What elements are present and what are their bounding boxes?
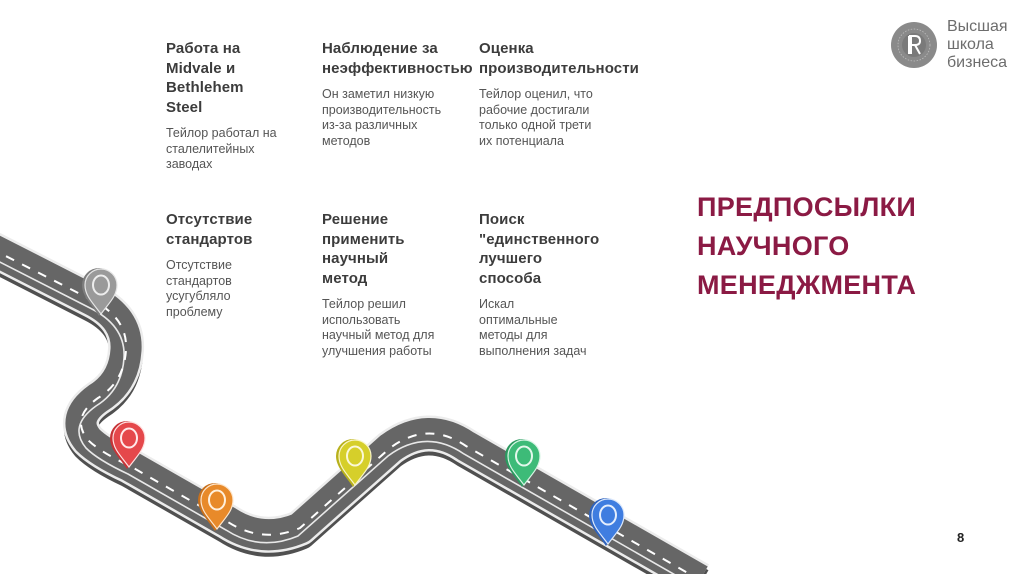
slide-title: ПРЕДПОСЫЛКИ НАУЧНОГО МЕНЕДЖМЕНТА [697,192,917,300]
map-pin-gray-icon [82,268,118,316]
map-pin-blue-icon [589,498,625,546]
step-title: Наблюдение за неэффективностью [322,40,473,77]
step-title: Отсутствие стандартов [166,211,253,248]
step-lack-of-standards: Отсутствие стандартов Отсутствие стандар… [166,210,306,320]
step-title: Работа на Midvale и Bethlehem Steel [166,40,244,116]
step-scientific-method-decision: Решение применить научный метод Тейлор р… [322,210,472,359]
hse-emblem-icon [891,22,937,68]
step-description: Тейлор оценил, что рабочие достигали тол… [479,87,593,148]
step-title: Решение применить научный метод [322,211,405,287]
step-description: Он заметил низкую производительность из-… [322,87,442,148]
step-productivity-assessment: Оценка производительности Тейлор оценил,… [479,39,649,149]
step-description: Искал оптимальные методы для выполнения … [479,297,587,358]
step-description: Тейлор решил использовать научный метод … [322,297,435,358]
page-number: 8 [957,530,965,545]
map-pin-red-icon [110,421,146,469]
logo-text: Высшая школа бизнеса [947,18,1008,71]
step-midvale-bethlehem: Работа на Midvale и Bethlehem Steel Тейл… [166,39,306,173]
map-pin-orange-icon [198,483,234,531]
step-one-best-way-search: Поиск "единственного лучшего способа Иск… [479,210,639,359]
hse-business-school-logo: Высшая школа бизнеса [890,18,1008,72]
step-inefficiency-observation: Наблюдение за неэффективностью Он замети… [322,39,482,149]
map-pin-green-icon [505,439,541,487]
step-description: Тейлор работал на сталелитейных заводах [166,126,277,171]
map-pin-yellow-icon [336,439,372,487]
step-title: Поиск "единственного лучшего способа [479,211,600,287]
step-title: Оценка производительности [479,40,639,77]
step-description: Отсутствие стандартов усугубляло проблем… [166,258,232,319]
